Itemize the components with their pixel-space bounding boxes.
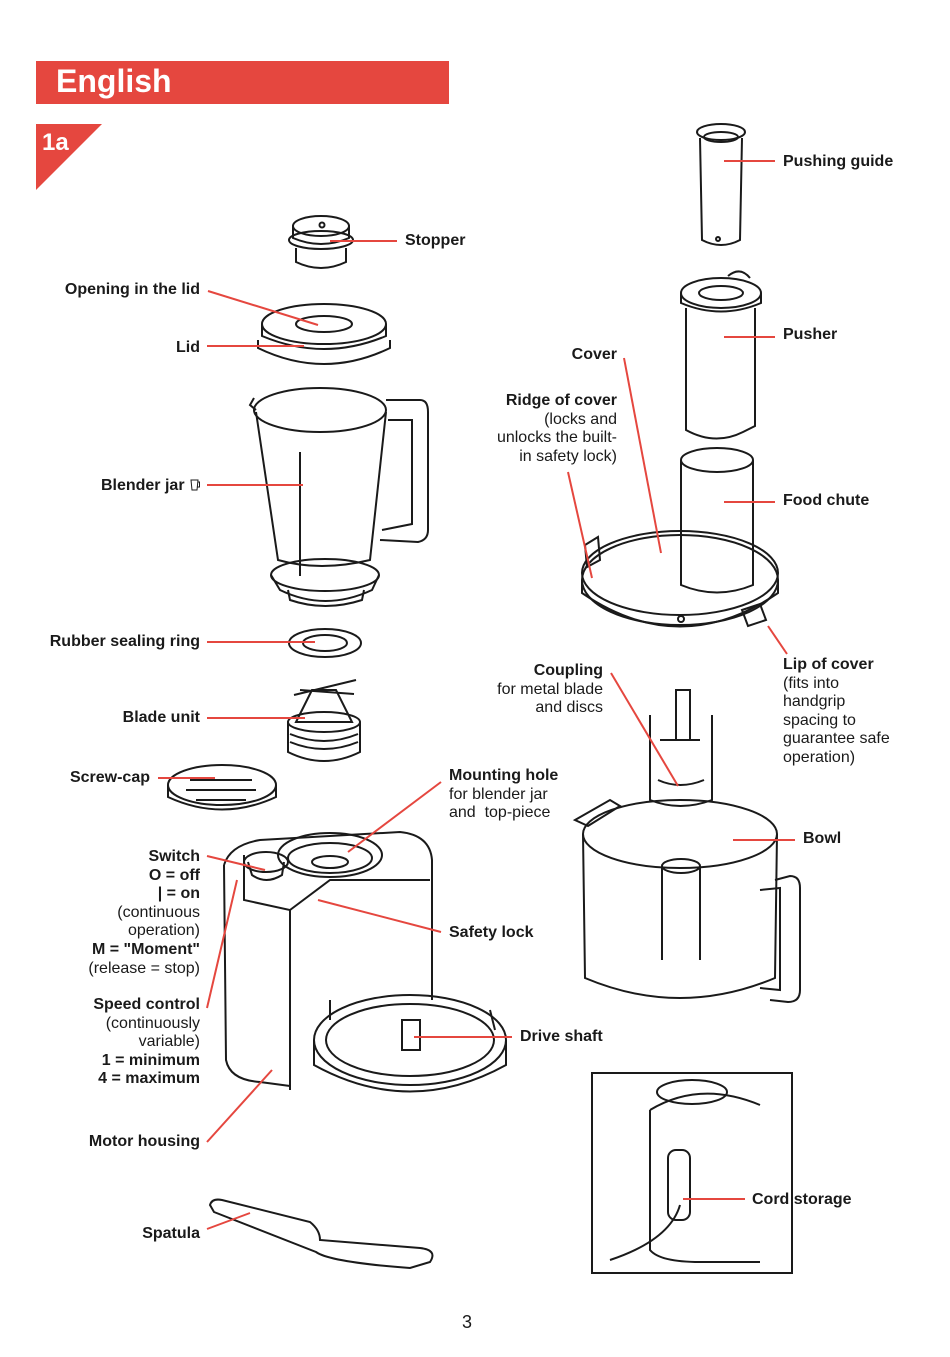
lip-desc-5: operation) [783,748,856,766]
label-screw-cap: Screw-cap [69,769,150,786]
speed-title: Speed control [93,996,200,1013]
blender-jar-text: Blender jar [100,477,185,494]
leader-spatula [206,1212,251,1230]
label-food-chute: Food chute [783,492,870,509]
label-opening-in-lid: Opening in the lid [64,281,200,298]
label-motor-housing: Motor housing [88,1133,200,1150]
switch-desc-2: operation) [127,922,200,940]
language-banner: English [36,61,449,104]
label-stopper: Stopper [405,232,466,249]
speed-max: 4 = maximum [98,1070,200,1088]
figure-number: 1a [42,129,69,156]
label-rubber-sealing-ring: Rubber sealing ring [49,633,200,650]
label-pushing-guide: Pushing guide [783,153,894,170]
mounting-desc-2: and top-piece [449,804,551,822]
ridge-desc-3: in safety lock) [519,447,617,465]
pushing-guide-drawing [696,123,746,246]
label-lip-of-cover: Lip of cover (fits into handgrip spacing… [783,656,890,768]
switch-title: Switch [148,848,200,865]
lid-drawing [257,303,391,365]
screw-cap-drawing [167,764,277,811]
ridge-title: Ridge of cover [505,392,617,409]
leader-switch [206,855,266,871]
label-coupling: Coupling for metal blade and discs [497,662,603,718]
ridge-desc-2: unlocks the built- [496,429,617,447]
switch-off: O = off [148,866,200,884]
ridge-desc-1: (locks and [544,410,617,428]
figure-marker: 1a [36,124,102,190]
label-lid: Lid [176,339,200,356]
speed-min: 1 = minimum [101,1051,200,1069]
blade-unit-drawing [287,679,361,762]
coupling-desc-2: and discs [535,699,603,717]
lip-desc-3: spacing to [783,711,856,729]
blender-jar-drawing [248,387,429,607]
switch-desc-1: (continuous [117,903,200,921]
cover-drawing [581,447,779,628]
speed-desc-1: (continuously [105,1014,200,1032]
leader-coupling [610,672,679,787]
pusher-drawing [680,270,762,440]
leader-safety-lock [317,899,442,933]
leader-cover [623,357,662,554]
switch-on: | = on [157,885,200,903]
coupling-desc-1: for metal blade [497,680,603,698]
label-blender-jar: Blender jar [101,477,200,496]
label-speed-control: Speed control (continuously variable) 1 … [93,996,200,1089]
label-ridge-of-cover: Ridge of cover (locks and unlocks the bu… [497,392,617,466]
leader-speed-control [206,879,238,1009]
label-safety-lock: Safety lock [449,924,534,941]
lip-desc-4: guarantee safe [783,730,890,748]
label-cover: Cover [571,346,617,363]
label-cord-storage: Cord storage [752,1191,852,1208]
language-title: English [56,63,172,99]
spatula-drawing [208,1198,434,1270]
switch-release: (release = stop) [88,959,200,977]
leader-ridge [567,471,593,579]
coupling-title: Coupling [533,662,603,679]
leader-lines [158,160,795,1230]
leader-mounting-hole [347,781,442,853]
lip-title: Lip of cover [783,656,874,673]
bowl-drawing [572,689,801,1004]
label-pusher: Pusher [783,326,838,343]
mounting-desc-1: for blender jar [449,785,548,803]
label-mounting-hole: Mounting hole for blender jar and top-pi… [449,767,558,823]
label-spatula: Spatula [142,1225,200,1242]
switch-moment: M = "Moment" [91,940,200,958]
jar-icon [190,479,200,491]
leader-opening-in-lid [207,290,319,326]
mounting-title: Mounting hole [449,767,559,784]
motor-base-drawing [223,830,507,1093]
label-bowl: Bowl [803,830,842,847]
page-number: 3 [462,1312,473,1332]
label-switch: Switch O = off | = on (continuous operat… [88,848,200,978]
lip-desc-1: (fits into [783,674,840,692]
speed-desc-2: variable) [138,1033,200,1051]
label-drive-shaft: Drive shaft [520,1028,603,1045]
cord-storage-inset [591,1072,793,1274]
label-blade-unit: Blade unit [122,709,200,726]
leader-lip [767,625,788,655]
leader-motor-housing [206,1069,273,1143]
lip-desc-2: handgrip [783,693,846,711]
